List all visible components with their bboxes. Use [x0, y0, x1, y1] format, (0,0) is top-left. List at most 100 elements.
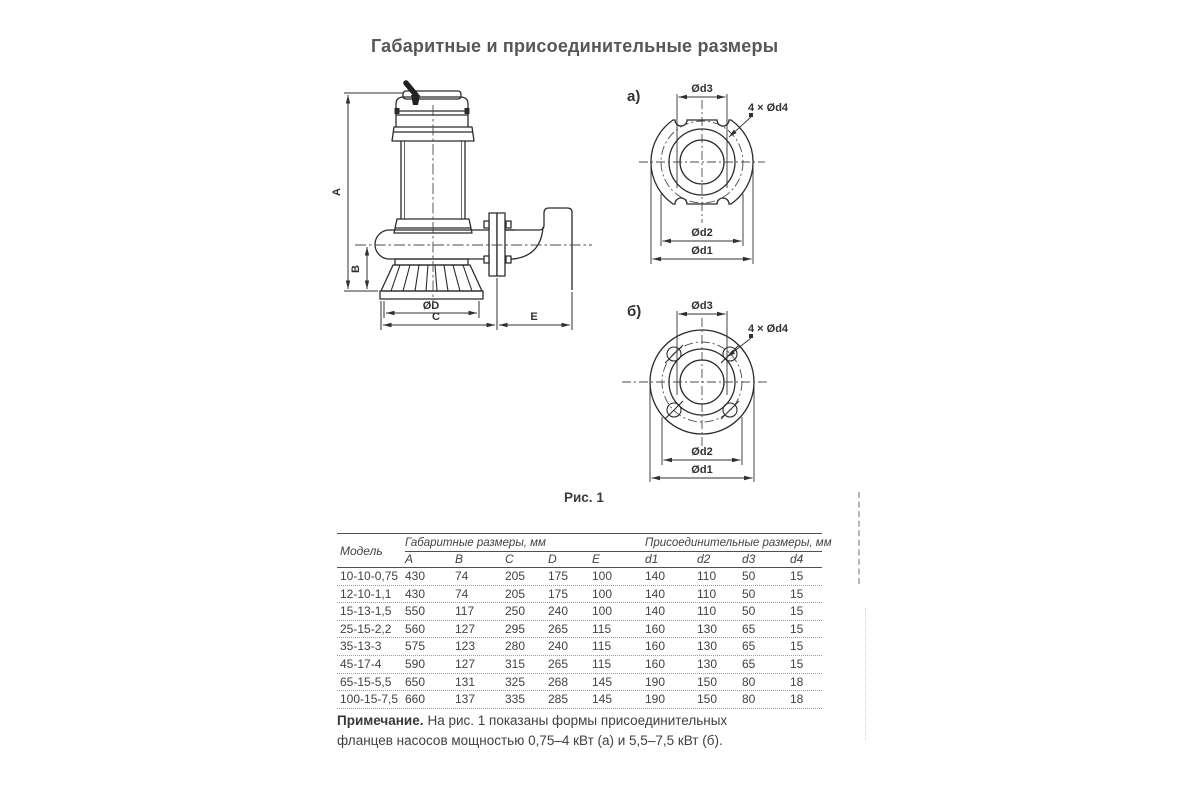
value-cell: 117	[455, 604, 475, 619]
value-cell: 205	[505, 569, 526, 583]
value-cell: 190	[645, 692, 666, 707]
value-cell: 80	[742, 692, 756, 707]
value-cell: 150	[697, 674, 718, 689]
bolt-holes	[664, 344, 740, 420]
value-cell: 160	[645, 656, 666, 671]
flange-diagram-a: а) Ød3 4 × Ød4 Ød2 Ød1	[627, 83, 789, 264]
value-cell: 115	[592, 621, 612, 636]
value-cell: 110	[697, 586, 717, 601]
value-cell: 140	[645, 604, 666, 619]
value-cell: 205	[505, 586, 526, 601]
value-cell: 265	[548, 621, 569, 636]
group-header-connection: Присоединительные размеры, мм	[645, 534, 832, 552]
value-cell: 110	[697, 569, 717, 583]
float-switch-lever	[403, 80, 419, 98]
pump-outline	[374, 80, 573, 300]
value-cell: 50	[742, 604, 756, 619]
value-cell: 15	[790, 639, 804, 654]
value-cell: 15	[790, 586, 804, 601]
dim-label-d2: Ød2	[691, 227, 712, 239]
col-header: C	[505, 552, 514, 566]
value-cell: 65	[742, 656, 756, 671]
col-header: d1	[645, 552, 659, 566]
flange-b-centerlines	[622, 318, 767, 450]
value-cell: 430	[405, 586, 426, 601]
group-header-overall: Габаритные размеры, мм	[405, 534, 645, 552]
value-cell: 130	[697, 621, 718, 636]
pump-dimension-lines	[344, 92, 573, 330]
value-cell: 100	[592, 604, 613, 619]
value-cell: 100	[592, 569, 613, 583]
dimensions-table: Модель Габаритные размеры, мм Присоедини…	[337, 533, 832, 709]
value-cell: 65	[742, 621, 756, 636]
model-cell: 12-10-1,1	[340, 586, 392, 601]
value-cell: 650	[405, 674, 426, 689]
page-edge-artifact	[858, 492, 860, 584]
value-cell: 18	[790, 692, 804, 707]
flange-diagram-b: б) Ød3 4 × Ød4 Ød2 Ød1	[622, 300, 789, 482]
col-header: D	[548, 552, 557, 566]
value-cell: 127	[455, 621, 476, 636]
value-cell: 250	[505, 604, 526, 619]
value-cell: 18	[790, 674, 804, 689]
table-body: 10-10-0,75 430 74 205 175 100 140 110 50…	[337, 568, 822, 709]
table-row: 10-10-0,75 430 74 205 175 100 140 110 50…	[337, 568, 822, 586]
value-cell: 80	[742, 674, 756, 689]
pipe-flange	[488, 212, 498, 277]
centerlines	[355, 105, 592, 304]
flange-a-label: а)	[627, 88, 640, 105]
col-header: B	[455, 552, 464, 566]
value-cell: 123	[455, 639, 476, 654]
value-cell: 130	[697, 656, 718, 671]
base-plate	[379, 290, 484, 300]
dim-label-e: E	[530, 311, 537, 323]
table-row: 100-15-7,5 660 137 335 285 145 190 150 8…	[337, 691, 822, 709]
value-cell: 325	[505, 674, 526, 689]
col-header: E	[592, 552, 601, 566]
value-cell: 160	[645, 639, 666, 654]
flange-a-centerlines	[639, 100, 765, 223]
value-cell: 145	[592, 692, 613, 707]
dim-label-d4: 4 × Ød4	[748, 102, 789, 114]
value-cell: 240	[548, 604, 569, 619]
suction-strainer	[380, 264, 483, 292]
discharge-elbow	[506, 207, 573, 290]
value-cell: 575	[405, 639, 426, 654]
model-cell: 25-15-2,2	[340, 621, 392, 636]
value-cell: 115	[592, 639, 612, 654]
col-header: d3	[742, 552, 756, 566]
value-cell: 240	[548, 639, 569, 654]
value-cell: 100	[592, 586, 613, 601]
value-cell: 115	[592, 656, 612, 671]
dim-label-d3: Ød3	[691, 83, 712, 95]
value-cell: 15	[790, 604, 804, 619]
discharge-pipe	[374, 229, 515, 260]
dim-label-d4: 4 × Ød4	[748, 323, 789, 335]
flange-a-dimensions	[650, 94, 754, 264]
note-block: Примечание.На рис. 1 показаны формы прис…	[337, 711, 773, 750]
figure-caption: Рис. 1	[564, 490, 604, 505]
value-cell: 131	[455, 674, 476, 689]
col-header: A	[405, 552, 414, 566]
value-cell: 590	[405, 656, 426, 671]
value-cell: 560	[405, 621, 426, 636]
model-cell: 35-13-3	[340, 639, 382, 654]
value-cell: 74	[455, 569, 469, 583]
model-cell: 100-15-7,5	[340, 692, 399, 707]
value-cell: 50	[742, 569, 756, 583]
value-cell: 175	[548, 569, 569, 583]
dim-label-c: C	[432, 311, 440, 323]
value-cell: 175	[548, 586, 569, 601]
dim-label-d1: Ød1	[691, 464, 712, 476]
value-cell: 430	[405, 569, 426, 583]
table-row: 35-13-3 575 123 280 240 115 160 130 65 1…	[337, 638, 822, 656]
model-cell: 15-13-1,5	[340, 604, 392, 619]
flange-b-dimensions	[649, 311, 755, 482]
model-cell: 65-15-5,5	[340, 674, 392, 689]
flange-b-label: б)	[627, 303, 641, 320]
value-cell: 145	[592, 674, 613, 689]
value-cell: 50	[742, 586, 756, 601]
dim-label-b: B	[350, 265, 362, 273]
value-cell: 140	[645, 569, 666, 583]
value-cell: 65	[742, 639, 756, 654]
